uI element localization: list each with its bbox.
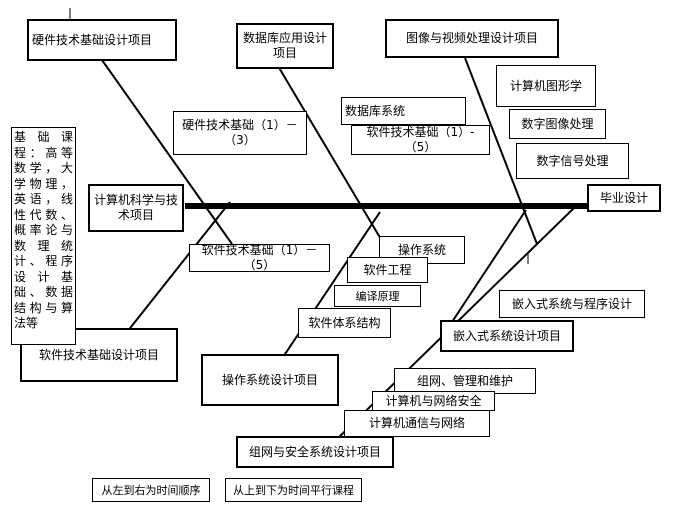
course-hardware-basics: 硬件技术基础（1）－（3） [173,111,307,155]
course-software-basics-b: 软件技术基础（1）－（5） [189,243,330,272]
network-security-project-box: 组网与安全系统设计项目 [236,436,394,468]
hardware-project-box: 硬件技术基础设计项目 [27,19,177,61]
course-network-security: 计算机与网络安全 [372,391,495,411]
embedded-project-box: 嵌入式系统设计项目 [440,320,574,352]
course-embedded-programming: 嵌入式系统与程序设计 [499,290,645,318]
basic-courses-box: 基础课程：高等数学，大学物理，英语，线性代数、概率论与数理统计、程序设计基础、数… [11,127,76,345]
course-network-management: 组网、管理和维护 [394,368,536,394]
course-software-basics-a: 软件技术基础（1）-（5） [351,125,490,155]
graduation-design-box: 毕业设计 [587,184,661,212]
note-top-to-bottom: 从上到下为时间平行课程 [225,478,362,502]
course-compiler: 编译原理 [334,285,421,307]
course-digital-image: 数字图像处理 [509,109,606,139]
note-left-to-right: 从左到右为时间顺序 [92,478,210,502]
bone-database-app [277,65,386,247]
image-video-project-box: 图像与视频处理设计项目 [385,19,559,58]
database-app-project-box: 数据库应用设计项目 [236,23,334,69]
course-computer-graphics: 计算机图形学 [496,65,596,107]
course-digital-signal: 数字信号处理 [516,143,629,179]
bone-hardware [101,59,233,245]
course-network-communication: 计算机通信与网络 [344,410,490,437]
course-software-engineering: 软件工程 [347,257,428,283]
bone-software-foundation [126,201,231,333]
course-database-system: 数据库系统 [341,97,466,125]
course-software-architecture: 软件体系结构 [298,308,391,338]
bone-embedded [449,209,527,326]
cs-tech-project-box: 计算机科学与技术项目 [88,184,184,232]
os-design-project-box: 操作系统设计项目 [201,354,339,406]
